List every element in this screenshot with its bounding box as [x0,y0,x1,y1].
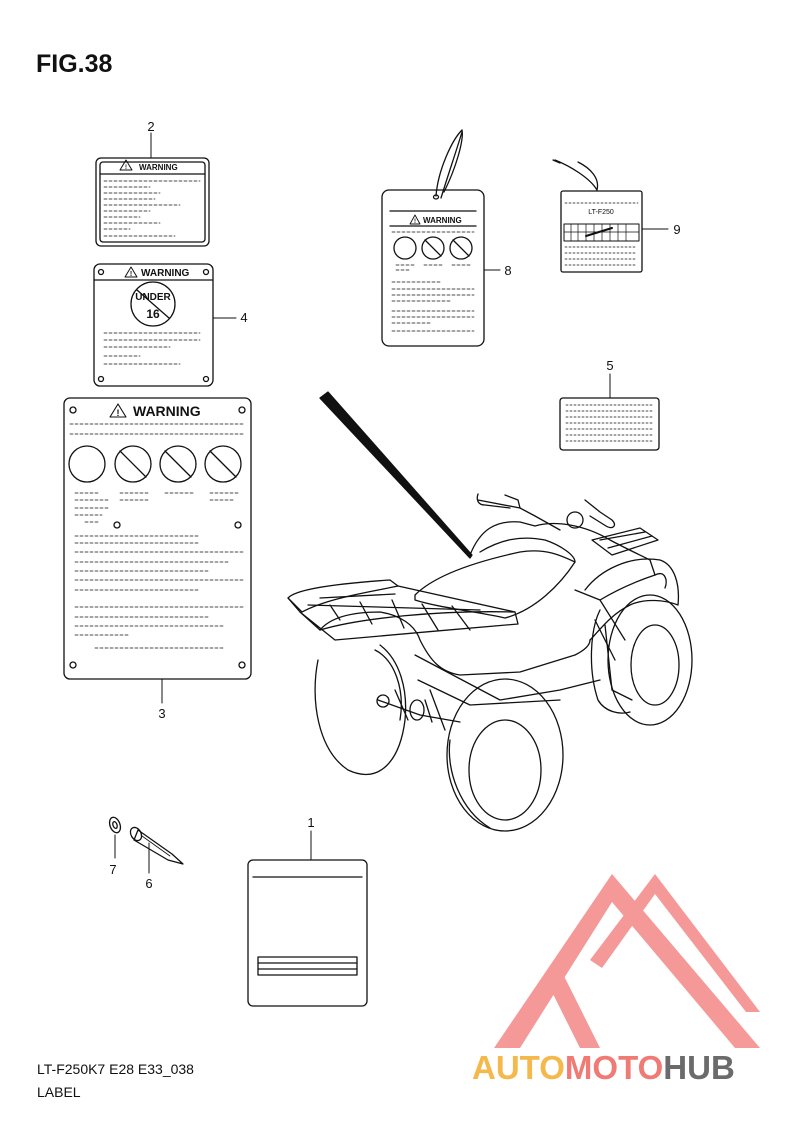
label-5-diagram [559,373,660,451]
callout-2: 2 [147,119,154,134]
label-4-age-text: 16 [146,307,160,321]
svg-text:!: ! [125,165,127,171]
watermark-text: AUTOMOTOHUB [472,1049,735,1087]
watermark-auto: AUTO [472,1049,565,1086]
watermark-moto: MOTO [564,1049,664,1086]
callout-6: 6 [145,876,152,891]
figure-code: LT-F250K7 E28 E33_038 [37,1061,194,1077]
label-1-diagram [247,830,368,1007]
label-9-model-text: LT-F250 [588,209,614,216]
label-3-warning-text: WARNING [133,403,201,419]
callout-5: 5 [606,358,613,373]
watermark-logo-icon [494,874,760,1048]
label-2-warning-text: WARNING [139,163,178,172]
figure-caption: LABEL [37,1084,81,1100]
callout-7: 7 [109,862,116,877]
callout-9: 9 [673,222,680,237]
label-8-warning-text: WARNING [423,216,462,225]
label-4-diagram [93,263,237,387]
watermark-hub: HUB [663,1049,735,1086]
label-4-under-text: UNDER [135,292,171,303]
callout-8: 8 [504,263,511,278]
pointer-arrow [319,391,473,559]
label-9-diagram [552,159,669,273]
callout-3: 3 [158,706,165,721]
svg-text:!: ! [414,219,416,225]
rivet-6-icon [129,826,184,874]
label-4-warning-text: WARNING [141,268,190,279]
label-3-diagram [63,397,252,704]
figure-title: FIG.38 [36,50,113,78]
svg-text:!: ! [130,271,132,278]
label-2-diagram [95,132,210,247]
callout-1: 1 [307,815,314,830]
label-8-diagram [381,129,501,347]
callout-4: 4 [240,310,247,325]
svg-text:!: ! [117,408,120,418]
atv-illustration [287,493,693,832]
washer-7-icon [108,816,122,859]
